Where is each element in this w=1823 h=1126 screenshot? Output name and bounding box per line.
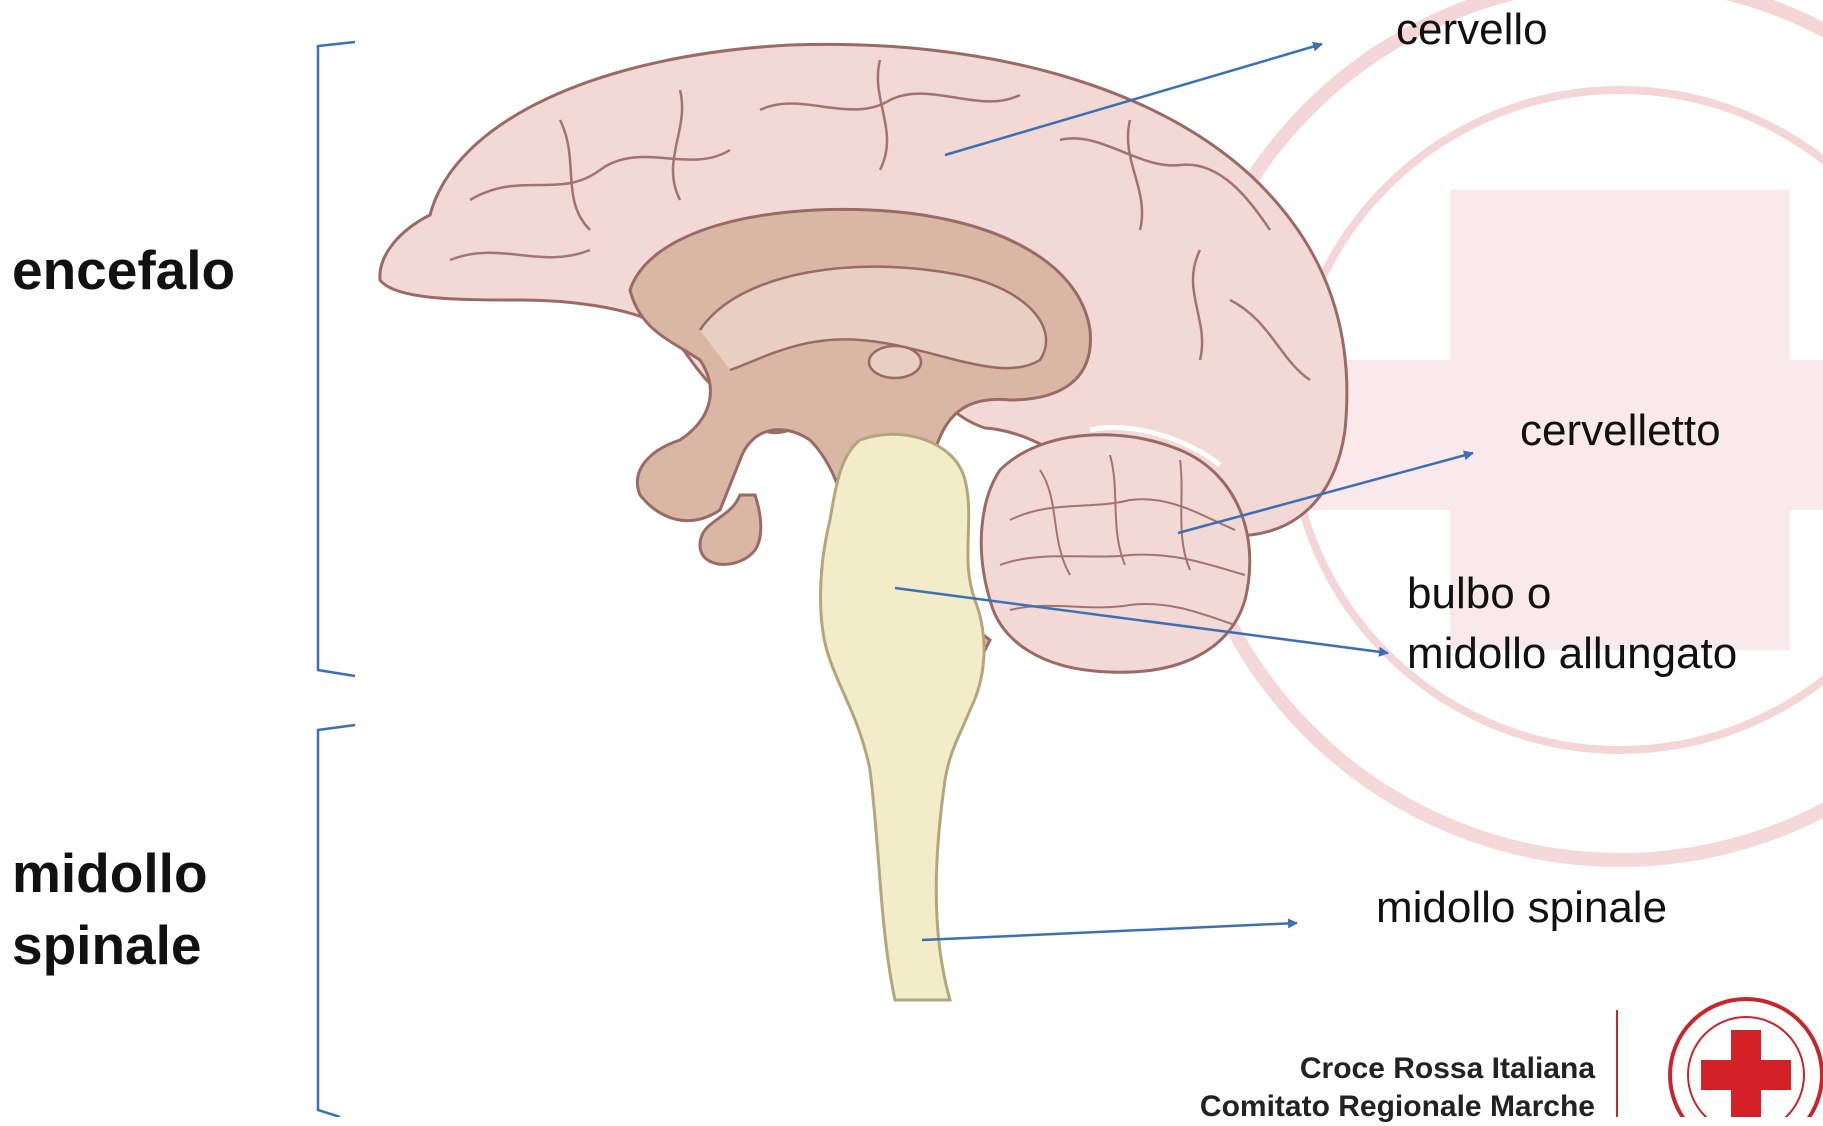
midollo-spinale-group-label-line1: midollo bbox=[12, 838, 208, 910]
brainstem-shape bbox=[821, 434, 985, 1000]
bulbo-label-line1: bulbo o bbox=[1407, 568, 1551, 621]
red-cross-seal-logo bbox=[1670, 999, 1822, 1117]
org-subtitle: Comitato Regionale Marche bbox=[1200, 1088, 1595, 1126]
bulbo-label-line2: midollo allungato bbox=[1407, 628, 1737, 681]
midollo-spinale-bracket bbox=[318, 725, 355, 1117]
cervelletto-label: cervelletto bbox=[1520, 405, 1721, 458]
cerebellum-shape bbox=[981, 435, 1249, 673]
encefalo-bracket bbox=[318, 42, 355, 676]
midollo-spinale-arrow bbox=[922, 923, 1297, 940]
encefalo-group-label: encefalo bbox=[12, 235, 235, 307]
midollo-spinale-label: midollo spinale bbox=[1376, 882, 1667, 935]
org-name: Croce Rossa Italiana bbox=[1300, 1050, 1595, 1088]
midollo-spinale-group-label-line2: spinale bbox=[12, 910, 202, 982]
cervello-label: cervello bbox=[1396, 4, 1548, 57]
brain-illustration bbox=[380, 44, 1347, 1000]
